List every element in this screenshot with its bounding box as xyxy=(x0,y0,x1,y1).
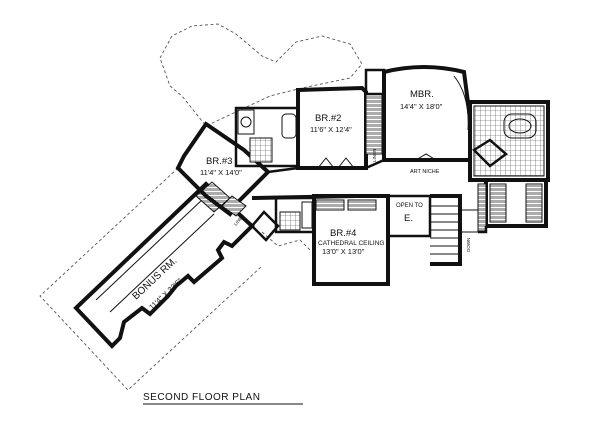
bedroom-4-closet-2 xyxy=(347,199,377,211)
open-to-below xyxy=(386,194,432,238)
open-to-line1: OPEN TO xyxy=(396,203,423,209)
room-size-mbr: 14'4" X 18'0" xyxy=(400,102,443,111)
bonus-room-ceiling-line-2 xyxy=(95,197,205,301)
bedroom-4-walls xyxy=(312,194,390,286)
bath-1-tile xyxy=(249,137,273,163)
railing-box xyxy=(459,209,479,233)
bedroom-2-closet-doors xyxy=(317,157,355,169)
stair-strip xyxy=(364,68,386,96)
linen-closet-2 xyxy=(477,183,487,233)
master-bath-tile xyxy=(473,105,545,177)
plan-title: SECOND FLOOR PLAN xyxy=(143,392,260,403)
roof-outline-top xyxy=(159,23,363,127)
master-bath-shower xyxy=(472,138,508,168)
bonus-room-walls xyxy=(73,181,255,349)
master-bath-tub xyxy=(503,113,537,139)
room-label-br4: BR.#4 xyxy=(330,228,356,239)
room-label-mbr: MBR. xyxy=(410,89,434,100)
bonus-room-ceiling-line xyxy=(109,213,215,313)
linen-closet-1 xyxy=(365,93,383,155)
room-note-br4: CATHEDRAL CEILING xyxy=(318,240,384,247)
bath-1-vanity xyxy=(237,109,255,135)
master-closet-shelf xyxy=(489,183,507,223)
stair-treads xyxy=(430,205,460,255)
master-closet-shelf-2 xyxy=(525,183,543,223)
closet-lower xyxy=(478,226,488,234)
bath-1-sink xyxy=(240,116,252,128)
room-size-br2: 11'6" X 12'4" xyxy=(310,125,352,134)
bath-2-vanity xyxy=(301,201,313,229)
bath-1-tub xyxy=(281,113,297,139)
stair-down-label: DOWN xyxy=(466,238,471,252)
room-size-br3: 11'4" X 14'0" xyxy=(200,168,242,177)
roof-outline-bonus xyxy=(39,167,263,391)
bedroom-3-closet xyxy=(221,195,247,217)
room-label-br3: BR.#3 xyxy=(206,156,232,167)
linen-label-1: LINEN xyxy=(372,149,377,162)
bath-2-tile xyxy=(279,211,301,231)
roof-outline-bottom xyxy=(261,231,311,251)
hall-upper-wall xyxy=(267,158,385,174)
open-to-line2: E. xyxy=(404,213,413,224)
room-label-bonus: BONUS RM. xyxy=(131,255,180,302)
room-label-br2: BR.#2 xyxy=(315,113,341,124)
art-niche-label: ART NICHE xyxy=(410,169,440,175)
bath-2-corner xyxy=(250,210,280,242)
art-niche-marker xyxy=(415,153,437,161)
master-bath-tub-basin xyxy=(508,118,532,134)
bedroom-4-closet xyxy=(315,199,345,211)
room-size-br4: 13'0" X 13'0" xyxy=(322,247,365,256)
